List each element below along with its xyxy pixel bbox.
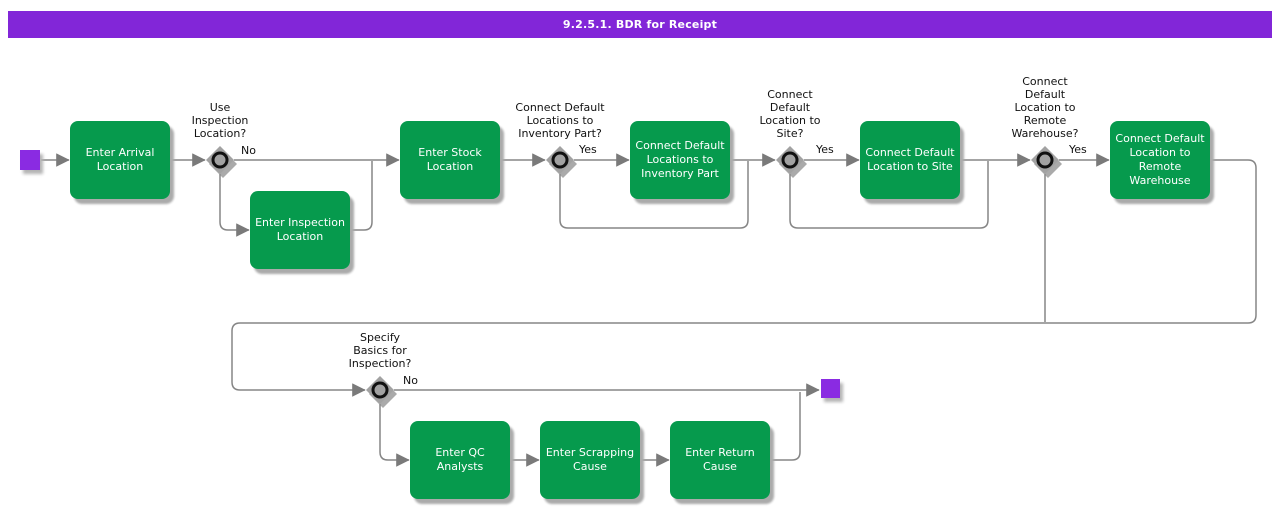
start-node [20,150,40,170]
diagram-title-bar: 9.2.5.1. BDR for Receipt [8,11,1272,38]
end-node [821,379,840,398]
branch-label-no-specify-basics: No [403,374,418,387]
activity-enter-inspection-location[interactable]: Enter Inspection Location [250,191,350,269]
activity-connect-default-locations-to-inventory-part[interactable]: Connect Default Locations to Inventory P… [630,121,730,199]
gateway-specify-basics-for-inspection [366,376,397,408]
activity-enter-scrapping-cause[interactable]: Enter Scrapping Cause [540,421,640,499]
gateway-ring-icon [551,151,569,169]
gateway-ring-icon [1036,151,1054,169]
decision-question-connect-default-locations-to-inventory-part: Connect Default Locations to Inventory P… [515,101,605,140]
diagram-title: 9.2.5.1. BDR for Receipt [562,18,718,31]
gateway-ring-icon [371,381,389,399]
gateway-connect-default-location-to-remote-warehouse [1031,146,1062,178]
connector-returncause-merge [770,392,801,461]
decision-question-connect-default-location-to-site: Connect Default Location to Site? [759,88,821,140]
decision-question-connect-default-location-to-remote-warehouse: Connect Default Location to Remote Wareh… [1011,75,1079,140]
branch-label-yes-site: Yes [816,143,834,156]
branch-label-no-use-inspection: No [241,144,256,157]
branch-label-yes-inventory-part: Yes [579,143,597,156]
connector-gateway2-bypass [559,161,749,229]
connector-inspection-merge [350,161,373,231]
connector-return-to-gateway5 [231,159,1257,397]
gateway-connect-default-locations-to-inventory-part [546,146,577,178]
gateway-use-inspection-location [206,146,237,178]
gateway-ring-icon [781,151,799,169]
branch-label-yes-remote-warehouse: Yes [1069,143,1087,156]
connector-gateway5-yes-to-qc [379,404,410,467]
activity-enter-qc-analysts[interactable]: Enter QC Analysts [410,421,510,499]
connector-gateway1-yes-to-inspection [219,174,250,237]
connector-gateway3-bypass [789,161,989,229]
connector-paths [41,153,1257,467]
gateway-ring-icon [211,151,229,169]
decision-question-use-inspection-location: Use Inspection Location? [191,101,249,140]
activity-connect-default-location-to-remote-warehouse[interactable]: Connect Default Location to Remote Wareh… [1110,121,1210,199]
activity-connect-default-location-to-site[interactable]: Connect Default Location to Site [860,121,960,199]
gateway-connect-default-location-to-site [776,146,807,178]
activity-enter-stock-location[interactable]: Enter Stock Location [400,121,500,199]
activity-enter-arrival-location[interactable]: Enter Arrival Location [70,121,170,199]
activity-enter-return-cause[interactable]: Enter Return Cause [670,421,770,499]
decision-question-specify-basics-for-inspection: Specify Basics for Inspection? [348,331,412,370]
